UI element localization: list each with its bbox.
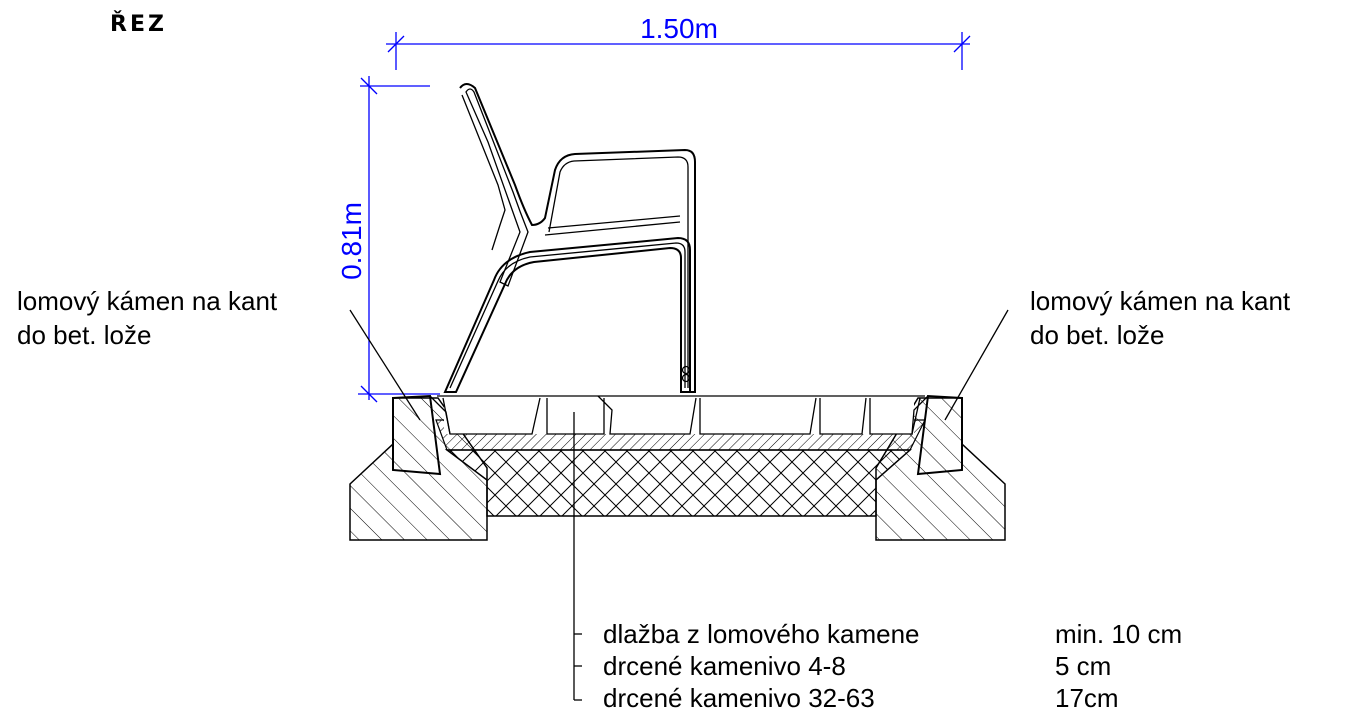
leader-left: [349, 309, 421, 421]
paving-stones: [437, 395, 925, 435]
height-dimension: 0.81m: [336, 76, 440, 403]
right-label-line1: lomový kámen na kant: [1030, 286, 1291, 316]
edge-stone-left: [392, 394, 451, 476]
layer-1-name: dlažba z lomového kamene: [603, 619, 920, 649]
bench: [443, 83, 696, 393]
layer-crushed-stone-32-63: [444, 449, 912, 517]
left-label-line2: do bet. lože: [17, 320, 151, 350]
layer-leader: [573, 412, 582, 701]
leader-right: [944, 309, 1009, 421]
layer-3-thickness: 17cm: [1055, 683, 1119, 713]
layer-2-thickness: 5 cm: [1055, 651, 1111, 681]
layer-3-name: drcené kamenivo 32-63: [603, 683, 875, 713]
width-dimension-label: 1.50m: [640, 13, 718, 44]
left-label-line1: lomový kámen na kant: [17, 286, 278, 316]
width-dimension: 1.50m: [386, 13, 971, 70]
height-dimension-label: 0.81m: [336, 202, 367, 280]
edge-stone-right: [911, 394, 963, 476]
layer-2-name: drcené kamenivo 4-8: [603, 651, 846, 681]
layer-1-thickness: min. 10 cm: [1055, 619, 1182, 649]
right-label-line2: do bet. lože: [1030, 320, 1164, 350]
section-title: ŘEZ: [110, 11, 167, 37]
